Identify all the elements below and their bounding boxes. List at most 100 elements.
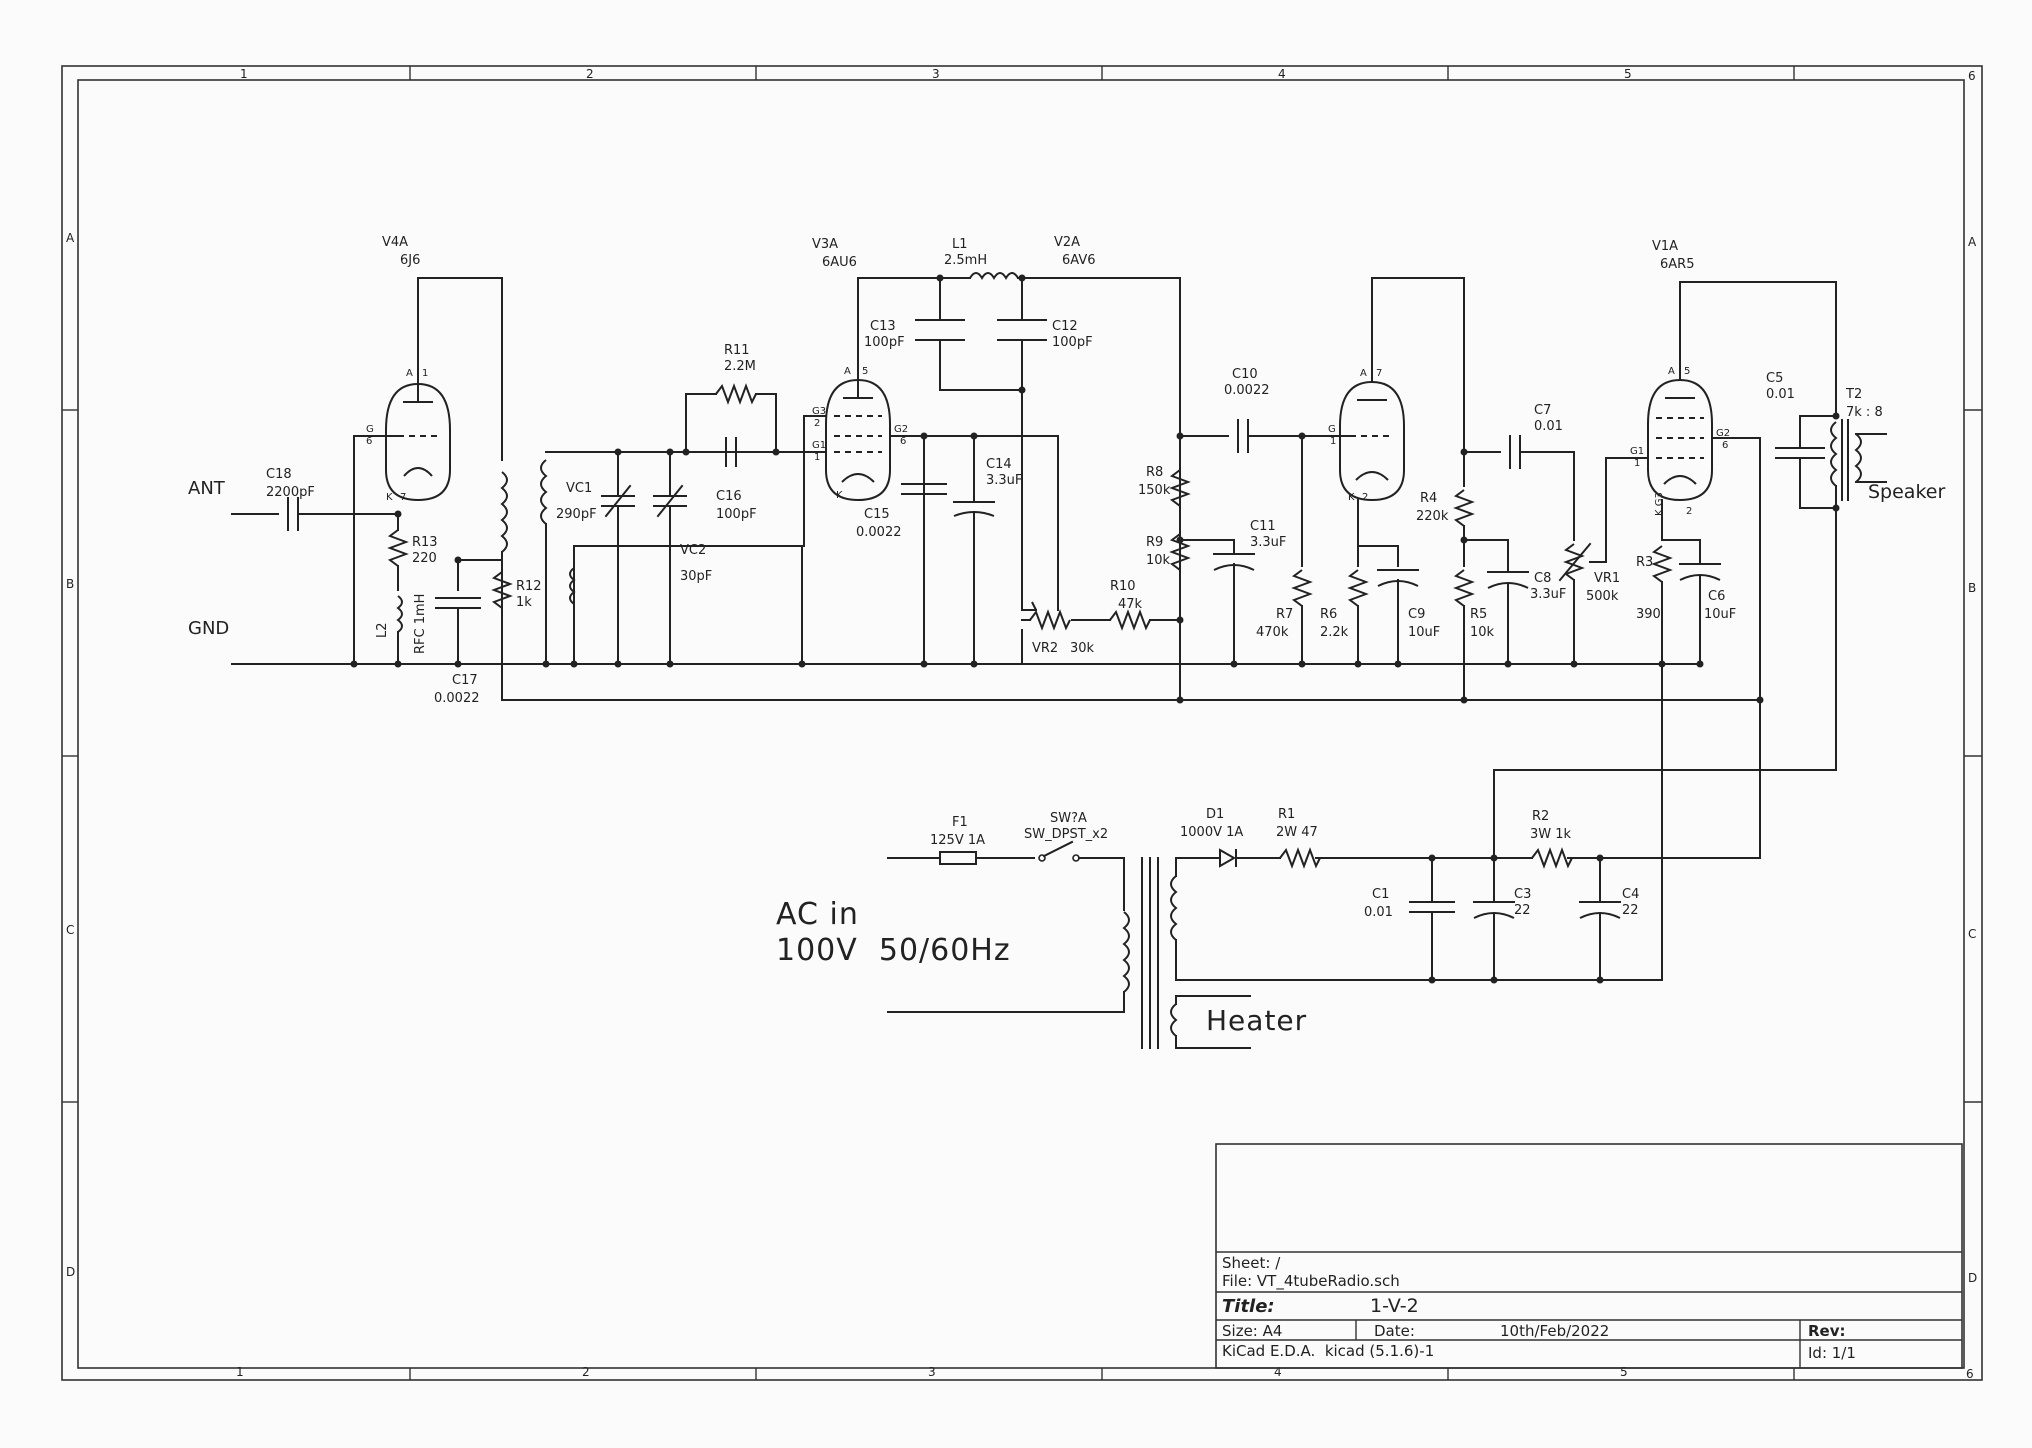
tb-title: 1-V-2	[1370, 1295, 1419, 1317]
tuning-section	[540, 383, 803, 668]
v3a-ref: V3A	[812, 237, 838, 252]
tb-tool: KiCad E.D.A. kicad (5.1.6)-1	[1222, 1342, 1434, 1360]
frame-col-bottom-2: 2	[582, 1365, 590, 1379]
r12-value: 1k	[516, 595, 532, 610]
r7-ref: R7	[1276, 607, 1293, 622]
frame-row-left-a: A	[66, 231, 75, 245]
r1-value: 2W 47	[1276, 825, 1318, 840]
r10-ref: R10	[1110, 579, 1136, 594]
r13-value: 220	[412, 551, 437, 566]
v2a-ref: V2A	[1054, 235, 1080, 250]
tube-v3a-icon	[825, 378, 891, 502]
speaker-label: Speaker	[1868, 481, 1945, 503]
r3-value: 390	[1636, 607, 1661, 622]
tb-date-label: Date:	[1374, 1322, 1415, 1340]
c5-value: 0.01	[1766, 387, 1795, 402]
c13-ref: C13	[870, 319, 896, 334]
frame-row-right-a: A	[1968, 235, 1977, 249]
vc1-ref: VC1	[566, 481, 592, 496]
svg-text:A: A	[406, 368, 413, 379]
tube-v1a-icon	[1647, 378, 1713, 502]
r5-ref: R5	[1470, 607, 1487, 622]
svg-text:K: K	[836, 490, 843, 501]
v3a-value: 6AU6	[822, 255, 857, 270]
l1-ref: L1	[952, 237, 968, 252]
c5-ref: C5	[1766, 371, 1783, 386]
c1-value: 0.01	[1364, 905, 1393, 920]
svg-text:G1: G1	[812, 440, 826, 451]
c15-ref: C15	[864, 507, 890, 522]
r7-value: 470k	[1256, 625, 1289, 640]
svg-text:7: 7	[1376, 368, 1382, 379]
r8-ref: R8	[1146, 465, 1163, 480]
gnd-label: GND	[188, 618, 229, 639]
vc2-value: 30pF	[680, 569, 712, 584]
sw-value: SW_DPST_x2	[1024, 827, 1108, 842]
c18-value: 2200pF	[266, 485, 315, 500]
vr1-ref: VR1	[1594, 571, 1620, 586]
frame-col-top-3: 3	[932, 67, 940, 81]
frame-col-bottom-5: 5	[1620, 1365, 1628, 1379]
c14-ref: C14	[986, 457, 1012, 472]
tube-v4a-icon	[377, 382, 451, 502]
svg-text:G2: G2	[894, 424, 908, 435]
svg-text:1: 1	[1634, 458, 1640, 469]
svg-text:G1: G1	[1630, 446, 1644, 457]
r10-value: 47k	[1118, 597, 1143, 612]
t2-ref: T2	[1845, 387, 1862, 402]
frame-row-left-b: B	[66, 577, 74, 591]
c4-value: 22	[1622, 903, 1639, 918]
c15-value: 0.0022	[856, 525, 902, 540]
c6-value: 10uF	[1704, 607, 1736, 622]
r8-value: 150k	[1138, 483, 1171, 498]
frame-col-bottom-4: 4	[1274, 1365, 1282, 1379]
svg-text:2: 2	[1686, 506, 1692, 517]
svg-text:5: 5	[862, 366, 868, 377]
svg-text:5: 5	[1684, 366, 1690, 377]
svg-text:G2: G2	[1716, 428, 1730, 439]
c10-ref: C10	[1232, 367, 1258, 382]
vc2-ref: VC2	[680, 543, 706, 558]
c11-value: 3.3uF	[1250, 535, 1286, 550]
frame-row-right-b: B	[1968, 581, 1976, 595]
drawing-frame: 1 2 3 4 5 6 1 2 3 4 5 6 A B C D A B C D	[61, 65, 1983, 1381]
svg-text:2: 2	[1362, 492, 1368, 503]
r6-ref: R6	[1320, 607, 1337, 622]
tb-title-label: Title:	[1222, 1296, 1275, 1317]
vc1-value: 290pF	[556, 507, 597, 522]
c17-ref: C17	[452, 673, 478, 688]
power-rails	[231, 663, 1761, 701]
svg-text:A: A	[1360, 368, 1367, 379]
vr1-value: 500k	[1586, 589, 1619, 604]
title-block	[1215, 1143, 1963, 1369]
l2-value: RFC 1mH	[413, 594, 428, 654]
l2-ref: L2	[375, 622, 390, 638]
r1-ref: R1	[1278, 807, 1295, 822]
c16-ref: C16	[716, 489, 742, 504]
svg-text:K G3: K G3	[1654, 492, 1665, 516]
c17-value: 0.0022	[434, 691, 480, 706]
svg-text:K: K	[1348, 492, 1355, 503]
ac-in-spec: 100V 50/60Hz	[776, 933, 1011, 968]
c18-ref: C18	[266, 467, 292, 482]
r13-ref: R13	[412, 535, 438, 550]
c12-ref: C12	[1052, 319, 1078, 334]
svg-text:1: 1	[814, 452, 820, 463]
c9-value: 10uF	[1408, 625, 1440, 640]
svg-text:1: 1	[1330, 436, 1336, 447]
svg-text:K: K	[386, 492, 393, 503]
ac-in-label: AC in	[776, 897, 859, 932]
svg-text:1: 1	[422, 368, 428, 379]
ant-label: ANT	[188, 478, 226, 499]
c9-ref: C9	[1408, 607, 1425, 622]
d1-value: 1000V 1A	[1180, 825, 1243, 840]
frame-row-left-d: D	[66, 1265, 75, 1279]
tube-v2a-icon	[1339, 380, 1405, 502]
frame-col-top-4: 4	[1278, 67, 1286, 81]
svg-text:2: 2	[814, 418, 820, 429]
sw-ref: SW?A	[1050, 811, 1087, 826]
r11-ref: R11	[724, 343, 750, 358]
r9-value: 10k	[1146, 553, 1171, 568]
tb-sheet: Sheet: /	[1222, 1254, 1281, 1272]
frame-row-right-d: D	[1968, 1271, 1977, 1285]
